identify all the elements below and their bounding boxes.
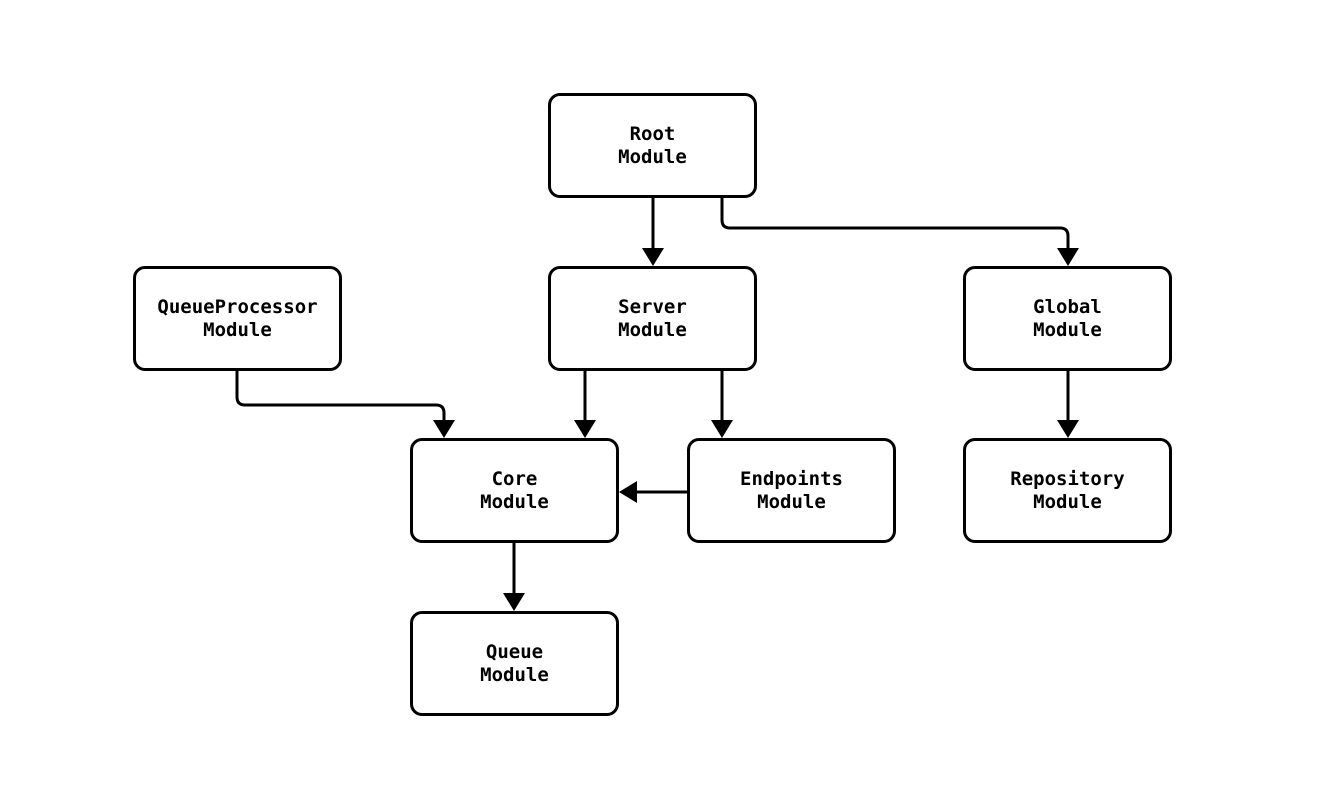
node-core-module: Core Module (410, 438, 619, 543)
edge-root-to-server (642, 198, 664, 266)
node-endpoints-module: Endpoints Module (687, 438, 896, 543)
node-queue-module: Queue Module (410, 611, 619, 716)
node-root-module: Root Module (548, 93, 757, 198)
edge-endpoints-to-core (619, 481, 687, 503)
node-queueprocessor-module: QueueProcessor Module (133, 266, 342, 371)
node-root-module-label: Root Module (618, 122, 687, 168)
edge-root-to-global (720, 198, 1079, 266)
edge-server-to-endpoints (711, 371, 733, 438)
edge-core-to-queue (503, 543, 525, 611)
node-endpoints-module-label: Endpoints Module (740, 467, 843, 513)
node-repository-module: Repository Module (963, 438, 1172, 543)
node-queueprocessor-module-label: QueueProcessor Module (157, 295, 318, 341)
edge-global-to-repository (1057, 371, 1079, 438)
node-server-module-label: Server Module (618, 295, 687, 341)
node-queue-module-label: Queue Module (480, 640, 549, 686)
edge-queueprocessor-to-core (235, 371, 455, 438)
node-server-module: Server Module (548, 266, 757, 371)
node-core-module-label: Core Module (480, 467, 549, 513)
node-global-module: Global Module (963, 266, 1172, 371)
edge-server-to-core (574, 371, 596, 438)
node-global-module-label: Global Module (1033, 295, 1102, 341)
node-repository-module-label: Repository Module (1010, 467, 1125, 513)
